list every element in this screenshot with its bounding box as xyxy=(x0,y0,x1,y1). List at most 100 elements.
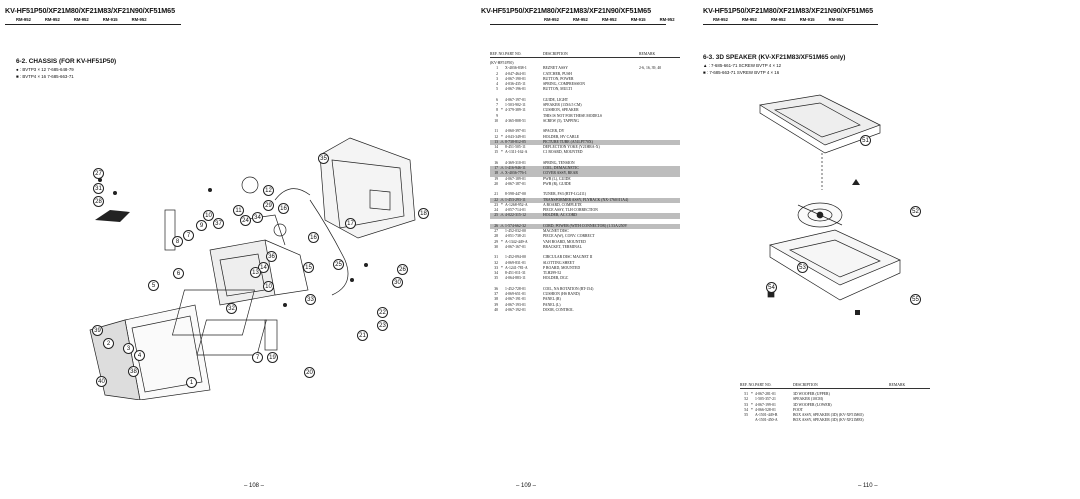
middle-header-models: RM-952 RM-952 RM-952 RM-915 RM-952 xyxy=(544,17,675,22)
ref-cell: 33 xyxy=(494,265,498,270)
callout: 28 xyxy=(93,196,104,207)
flag-cell: ⚠ xyxy=(500,171,504,176)
right-header-title: KV-HF51P50/XF21M80/XF21M83/XF21N90/XF51M… xyxy=(703,6,873,15)
callout: 34 xyxy=(252,212,263,223)
ref-cell: 26 xyxy=(494,223,498,228)
screw-legend-1: ● : BVTP3 × 12 7-685-648-79 xyxy=(16,67,74,72)
part-no-cell: 4-057-714-01 xyxy=(505,208,526,212)
ref-cell: 21 xyxy=(494,192,498,197)
callout: 23 xyxy=(377,320,388,331)
model-code: RM-952 xyxy=(16,17,31,22)
callout: 26 xyxy=(397,264,408,275)
part-no-cell: X-4036-838-1 xyxy=(505,66,527,71)
deflection-yoke-drawing xyxy=(241,176,259,194)
part-no-cell: 8-451-505-11 xyxy=(505,145,526,149)
callout: 52 xyxy=(910,206,921,217)
screw-symbol: ▲ xyxy=(703,63,708,68)
flag-cell: * xyxy=(501,202,503,207)
part-no-cell: A-1501-450-A xyxy=(755,418,778,423)
screw-legend-2: ■ : BVTP4 × 16 7-685-663-71 xyxy=(16,74,74,79)
ref-cell: 8 xyxy=(496,108,498,113)
flag-cell: ⚠ xyxy=(500,213,504,218)
callout: 16 xyxy=(308,232,319,243)
ref-cell: 39 xyxy=(494,302,498,307)
header-ref: REF. NO. xyxy=(490,52,505,56)
screw-symbol: ● xyxy=(16,67,19,72)
flag-cell: * xyxy=(751,407,753,412)
flag-cell: ⚠ xyxy=(500,139,504,144)
ref-cell: 30 xyxy=(494,244,498,249)
part-no-cell: 4-067-196-01 xyxy=(505,87,526,92)
description-cell: PIECE ASSY, TLH CORRECTION xyxy=(543,208,598,212)
flag-cell: * xyxy=(501,108,503,113)
flag-cell: * xyxy=(501,134,503,139)
part-no-cell: 4-060-397-01 xyxy=(505,129,526,134)
ref-cell: 5 xyxy=(496,87,498,92)
callout: 31 xyxy=(93,183,104,194)
header-part: PART NO. xyxy=(505,52,522,56)
callout: 33 xyxy=(305,294,316,305)
description-cell: PICTURE TUBE (A51LPT70X) xyxy=(543,139,593,144)
part-no-cell: 4-067-281-01 xyxy=(755,392,776,396)
ref-cell: 40 xyxy=(494,307,498,312)
part-no-cell: 4-022-315-12 xyxy=(505,213,526,218)
parts-table-header: REF. NO. PART NO. DESCRIPTION REMARK xyxy=(490,52,680,58)
callout: 10 xyxy=(263,281,274,292)
description-cell: PIECE A(W), CONV. CORRECT xyxy=(543,234,595,239)
part-no-cell: 1-416-946-11 xyxy=(505,166,526,170)
callout: 21 xyxy=(357,330,368,341)
ref-cell: 53 xyxy=(744,402,748,407)
model-code: RM-915 xyxy=(102,17,118,22)
ref-cell: 52 xyxy=(744,397,748,402)
description-cell: SPEAKER (13X6.5 CM) xyxy=(543,103,582,107)
page-number-110: – 110 – xyxy=(858,483,878,489)
ref-cell: 20 xyxy=(494,181,498,186)
callout: 40 xyxy=(96,376,107,387)
ref-cell: 18 xyxy=(494,171,498,176)
description-cell: C1 BOARD, MOUNTED xyxy=(543,150,583,155)
wire-drawing xyxy=(309,199,349,296)
callout: 38 xyxy=(128,366,139,377)
callout: 7 xyxy=(252,352,263,363)
flag-cell: * xyxy=(751,402,753,407)
middle-header-title: KV-HF51P50/XF21M80/XF21M83/XF21N90/XF51M… xyxy=(481,6,651,15)
description-cell: PANEL (R) xyxy=(543,297,561,302)
callout: 19 xyxy=(267,352,278,363)
callout: 16 xyxy=(278,203,289,214)
callout: 32 xyxy=(226,303,237,314)
left-header-title: KV-HF51P50/XF21M80/XF21M83/XF21N90/XF51M… xyxy=(5,6,175,15)
ref-cell: 12 xyxy=(494,134,498,139)
screw-spec: : BVTP4 × 16 7-685-663-71 xyxy=(19,74,74,79)
description-cell: DOOR, CONTROL xyxy=(543,307,574,312)
callout: 12 xyxy=(263,185,274,196)
model-code: RM-952 xyxy=(572,17,588,22)
callout: 7 xyxy=(183,230,194,241)
part-no-cell: 4-069-651-01 xyxy=(505,292,526,296)
part-no-cell: 4-067-191-01 xyxy=(505,297,526,302)
part-no-cell: 4-064-883-11 xyxy=(505,276,526,281)
description-cell: CUSHION (HS BAND) xyxy=(543,292,580,296)
description-cell: VAH BOARD, MOUNTED xyxy=(543,239,586,244)
remark-cell xyxy=(639,308,679,313)
ref-cell: 35 xyxy=(494,276,498,281)
ref-cell: 25 xyxy=(494,213,498,218)
model-code: RM-952 xyxy=(544,17,559,22)
callout: 27 xyxy=(93,168,104,179)
left-header-models: RM-952 RM-952 RM-952 RM-915 RM-952 xyxy=(16,17,147,22)
part-no-cell: 8-738-812-05 xyxy=(505,139,526,144)
callout: 17 xyxy=(345,218,356,229)
ref-cell: 51 xyxy=(744,392,748,396)
